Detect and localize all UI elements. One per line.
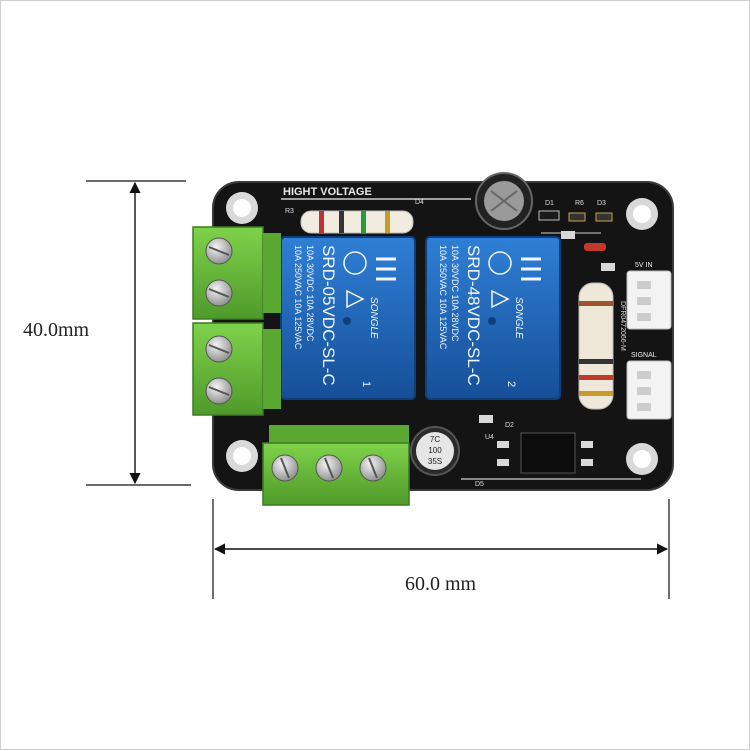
part-label: D2 — [505, 422, 514, 429]
resistor-top — [300, 210, 414, 234]
smd-components — [479, 210, 615, 474]
relay-rating-line2: 10A 30VDC 10A 28VDC — [305, 245, 315, 342]
relay-model: SRD-48VDC-SL-C — [464, 245, 483, 386]
capacitor-text-line3: 35S — [428, 457, 442, 466]
part-label: D1 — [545, 200, 554, 207]
relay-rating-line2: 10A 30VDC 10A 28VDC — [450, 245, 460, 342]
board-id: DFR0472066-M — [619, 301, 626, 351]
mounting-hole — [626, 443, 658, 475]
width-dimension-label: 60.0 mm — [405, 573, 477, 595]
relay-rating-line1: 10A 250VAC 10A 125VAC — [438, 245, 448, 350]
relay-brand: SONGLE — [513, 297, 524, 339]
relay-2: 10A 250VAC 10A 125VAC 10A 30VDC 10A 28VD… — [425, 236, 561, 400]
electrolytic-capacitor — [475, 172, 533, 230]
capacitor-text-line1: 7C — [430, 435, 440, 444]
connector-5v-in: 5V IN — [626, 262, 672, 330]
relay-1: 10A 250VAC 10A 125VAC 10A 30VDC 10A 28VD… — [280, 236, 416, 400]
capacitor-text-line2: 100 — [428, 446, 442, 455]
relay-number: 1 — [360, 381, 372, 387]
mounting-hole — [226, 440, 258, 472]
resistor-right — [578, 282, 614, 410]
connector-signal: SIGNAL — [626, 352, 672, 420]
connector-label: SIGNAL — [631, 352, 657, 359]
height-dimension — [86, 180, 191, 486]
relay-brand: SONGLE — [368, 297, 379, 339]
small-capacitor: 7C 100 35S — [410, 426, 460, 476]
part-label: D3 — [597, 200, 606, 207]
part-label: D4 — [415, 199, 424, 206]
silkscreen-title: HIGHT VOLTAGE — [283, 186, 372, 198]
part-label: U4 — [485, 434, 494, 441]
terminal-block-bottom — [262, 425, 410, 506]
relay-model: SRD-05VDC-SL-C — [319, 245, 338, 386]
terminal-block-left-top — [192, 226, 281, 320]
part-label: D5 — [475, 481, 484, 488]
height-dimension-label: 40.0mm — [23, 319, 90, 341]
relay-rating-line1: 10A 250VAC 10A 125VAC — [293, 245, 303, 350]
mounting-hole — [626, 198, 658, 230]
terminal-block-left-bottom — [192, 322, 281, 416]
part-label: R3 — [285, 208, 294, 215]
mounting-hole — [226, 192, 258, 224]
width-dimension — [212, 499, 670, 599]
connector-label: 5V IN — [635, 262, 653, 269]
part-label: R6 — [575, 200, 584, 207]
relay-number: 2 — [505, 381, 517, 387]
